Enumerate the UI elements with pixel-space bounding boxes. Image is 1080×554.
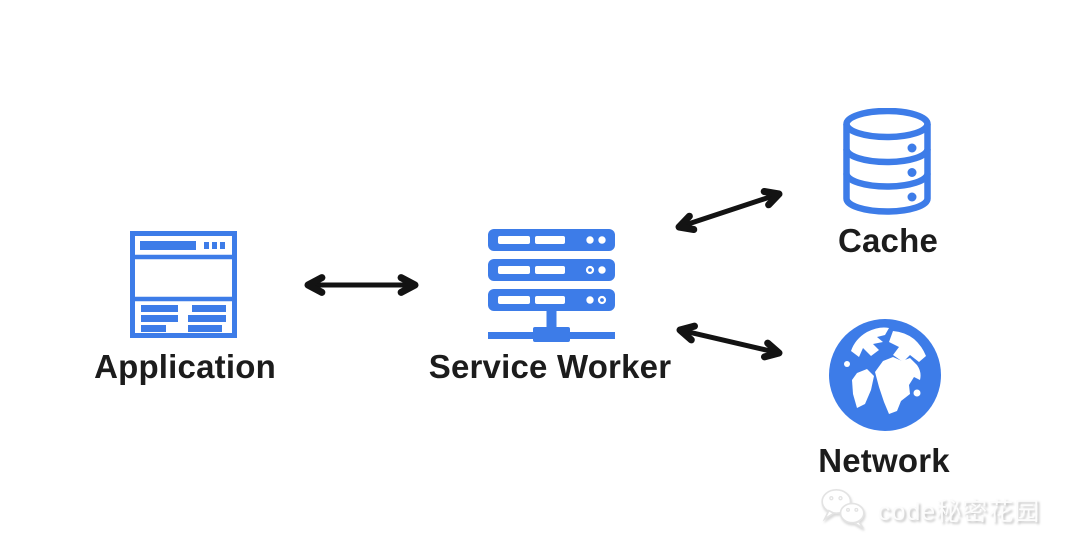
globe-icon [829,319,941,431]
application-label: Application [94,348,276,385]
cache-label: Cache [837,222,939,259]
network-label: Network [818,442,950,479]
arrow-service-worker-network [676,322,783,361]
network-node [827,317,943,433]
wechat-icon [821,489,865,529]
watermark-text: code秘密花园 [878,498,1041,526]
service-worker-label: Service Worker [428,348,672,385]
cache-node [843,107,931,215]
browser-window-icon [130,231,237,338]
service-worker-node [488,229,615,343]
server-stack-icon [488,229,615,342]
arrow-application-service-worker [304,274,419,296]
database-icon [843,107,931,215]
application-node [130,231,237,338]
watermark: code秘密花园 [818,486,1040,532]
arrow-service-worker-cache [675,188,783,233]
